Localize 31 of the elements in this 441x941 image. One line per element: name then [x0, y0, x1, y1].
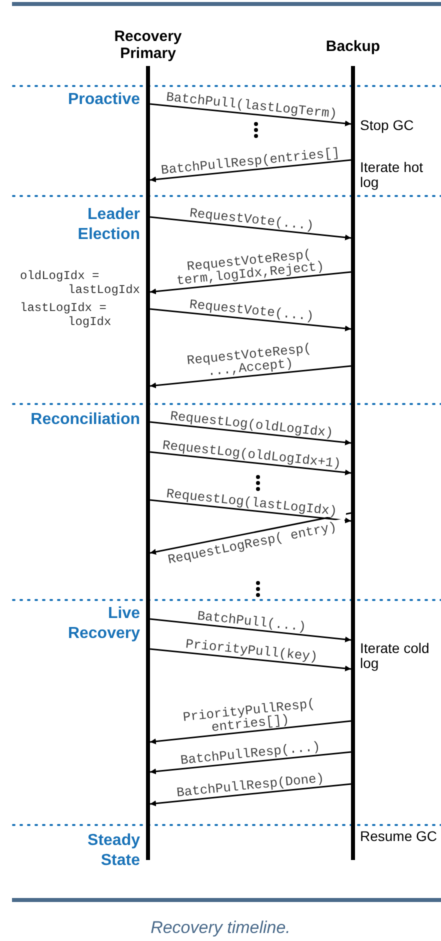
arrow: [150, 720, 352, 744]
caption: Recovery timeline.: [150, 918, 290, 937]
note: Resume GC: [360, 829, 438, 844]
arrow: [150, 365, 352, 388]
lifeline-title: Recovery Primary: [113, 28, 183, 62]
arrow: [150, 103, 352, 126]
arrow: [150, 451, 352, 476]
note: Stop GC: [360, 118, 415, 133]
arrow: [150, 421, 352, 446]
phase-title: Proactive: [66, 90, 140, 110]
arrow: [150, 751, 352, 774]
phase-title: Leader Election: [76, 205, 140, 245]
arrow: [150, 271, 352, 294]
arrow: [150, 648, 352, 672]
phase-title: Reconciliation: [30, 410, 140, 430]
arrow: [150, 783, 352, 806]
arrow: [150, 499, 352, 524]
arrow: [150, 308, 352, 332]
phase-title: Steady State: [86, 831, 140, 871]
arrow: [150, 159, 352, 182]
arrow: [150, 216, 352, 240]
lifeline: [146, 66, 150, 860]
phase-title: Live Recovery: [66, 604, 140, 644]
note: lastLogIdx = logIdx: [20, 301, 112, 329]
note: Iterate hot log: [360, 160, 424, 190]
lifeline-title: Backup: [324, 38, 382, 55]
note: Iterate cold log: [360, 641, 430, 671]
arrow: [150, 512, 352, 555]
lifeline: [351, 66, 355, 860]
arrow: [150, 618, 352, 642]
note: oldLogIdx = lastLogIdx: [20, 269, 142, 297]
